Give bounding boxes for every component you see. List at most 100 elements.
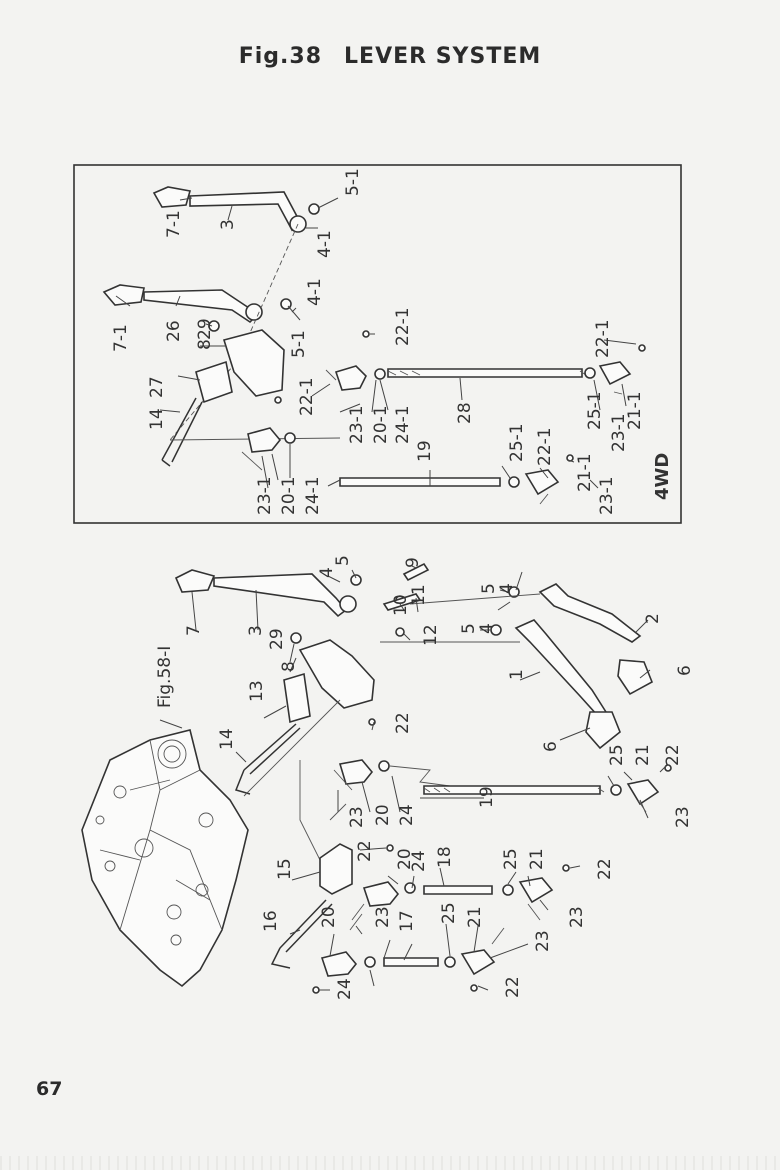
nut-5-top [350, 574, 362, 586]
inset-label: 22-1 [393, 307, 413, 346]
pin-22-d [562, 864, 570, 872]
main-label: 22 [355, 840, 375, 862]
pin-12 [395, 627, 405, 637]
main-label: 29 [267, 628, 287, 650]
main-label: 25 [501, 848, 521, 870]
transmission-case [81, 729, 249, 988]
inset-nut-24-1-b [284, 432, 296, 444]
inset-label: 27 [147, 376, 167, 398]
main-label: 20 [373, 804, 393, 826]
main-label: 2 [643, 613, 663, 624]
inset-pin-22-1-a [362, 330, 370, 338]
main-label: 5 [333, 555, 353, 566]
main-label: 21 [465, 906, 485, 928]
main-label: 19 [477, 786, 497, 808]
inset-clevis-21-1-b [524, 469, 560, 496]
lever-2 [538, 583, 642, 643]
main-label: 25 [607, 744, 627, 766]
nut-24-c [364, 956, 376, 968]
inset-rod-19 [339, 477, 501, 487]
main-label: 5 [479, 583, 499, 594]
main-label: 21 [633, 744, 653, 766]
pin-9 [402, 562, 430, 582]
inset-nut-24-1-a [374, 368, 386, 380]
inset-label: 4-1 [315, 230, 335, 258]
inset-label: 5-1 [289, 330, 309, 358]
knob-6-upper [617, 659, 654, 696]
inset-lever-3 [189, 191, 301, 232]
inset-label: 22-1 [593, 319, 613, 358]
inset-frame-4wd [73, 164, 682, 524]
nut-24-b [404, 882, 416, 894]
main-label: 16 [261, 910, 281, 932]
inset-label: 23-1 [347, 405, 367, 444]
inset-label: 21-1 [625, 391, 645, 430]
main-label: 24 [409, 850, 429, 872]
shaft-13 [283, 672, 311, 724]
main-label: 10 [391, 594, 411, 616]
inset-axis-line [169, 223, 299, 441]
inset-pin-22-1-b [638, 344, 646, 352]
main-label: 6 [541, 741, 561, 752]
inset-label: 28 [455, 402, 475, 424]
inset-label: 14 [147, 408, 167, 430]
scan-edge [0, 1156, 780, 1170]
main-label: 24 [397, 804, 417, 826]
inset-bracket-8 [222, 329, 285, 397]
rod-18 [423, 885, 493, 895]
main-label: 22 [663, 744, 683, 766]
inset-lever-26 [143, 289, 260, 324]
reference-label: Fig.58-I [155, 646, 175, 708]
shaft-15 [319, 843, 353, 895]
inset-label: 23-1 [609, 413, 629, 452]
bolt-29 [290, 632, 302, 644]
inset-nut-5-1-top [308, 203, 320, 215]
main-leader-lines [191, 565, 667, 991]
main-label: 17 [397, 910, 417, 932]
inset-label: 20-1 [371, 405, 391, 444]
inset-clevis-upper [334, 365, 367, 391]
fig58-leader [159, 719, 183, 729]
inset-clevis-21-1-a [598, 361, 632, 386]
inset-nut-25-1-a [584, 367, 596, 379]
main-label: 4 [497, 583, 517, 594]
main-label: 25 [439, 902, 459, 924]
inset-label: 20-1 [279, 476, 299, 515]
inset-leader-lines [115, 197, 637, 489]
inset-knob-7-1-top [152, 186, 192, 208]
bracket-8 [298, 639, 375, 709]
main-label: 1 [507, 669, 527, 680]
inset-label: 7-1 [164, 210, 184, 238]
lever-16 [270, 899, 333, 969]
main-label: 23 [673, 806, 693, 828]
main-label: 6 [675, 665, 695, 676]
pin-11 [382, 593, 422, 611]
main-label: 7 [184, 625, 204, 636]
clevis-21-c [460, 949, 496, 976]
knob-7 [174, 569, 216, 593]
main-label: 8 [279, 661, 299, 672]
main-labels: Fig.58-I 7 3 5 4 9 10 11 29 8 12 13 14 4… [155, 555, 695, 1000]
inset-knob-7-1-lower [102, 284, 145, 306]
main-label: 14 [217, 728, 237, 750]
clevis-20 [338, 759, 374, 785]
inset-bolt-29 [208, 320, 220, 332]
inset-shaft-27 [195, 360, 233, 404]
rod-17 [383, 957, 439, 967]
main-drawing [81, 562, 672, 994]
inset-pin-22-1-c [274, 396, 282, 404]
lever-14 [234, 723, 301, 795]
main-label: 15 [275, 858, 295, 880]
main-label: 18 [435, 846, 455, 868]
main-label: 20 [395, 848, 415, 870]
main-label: 3 [246, 625, 266, 636]
main-label: 13 [247, 680, 267, 702]
inset-label: 4-1 [305, 278, 325, 306]
main-label: 22 [393, 712, 413, 734]
inset-drawing [102, 186, 646, 505]
inset-pin-22-1-d [566, 454, 574, 462]
inset-label: 23-1 [255, 476, 275, 515]
inset-nut-25-1-b [508, 476, 520, 488]
